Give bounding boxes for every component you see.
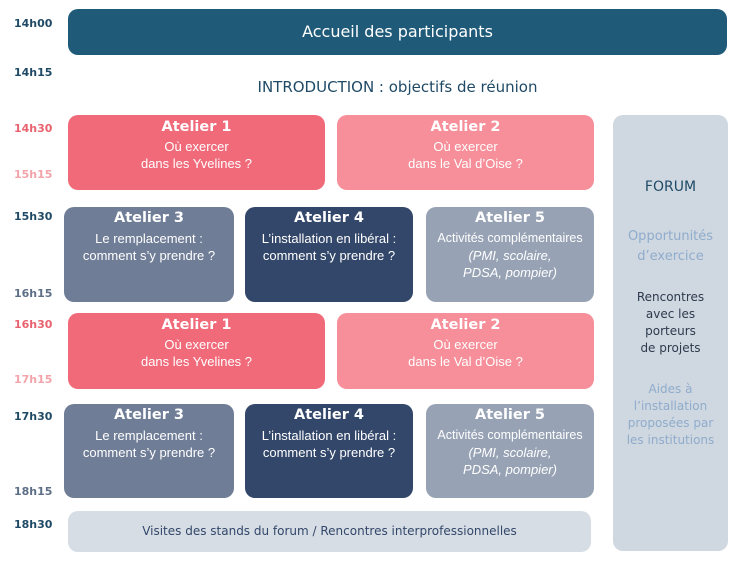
time-label: 18h30	[14, 518, 53, 531]
welcome-banner: Accueil des participants	[68, 9, 727, 55]
forum-item: d’exercice	[637, 249, 704, 264]
atelier-text: dans les Yvelines ?	[140, 156, 253, 171]
time-label: 17h15	[14, 373, 53, 386]
atelier-title: Atelier 5	[474, 407, 546, 423]
stands-banner: Visites des stands du forum / Rencontres…	[68, 511, 591, 552]
welcome-title: Accueil des participants	[302, 22, 493, 41]
time-label: 14h30	[14, 122, 53, 135]
atelier-title: Atelier 3	[113, 210, 185, 226]
time-label: 17h30	[14, 410, 53, 423]
time-label: 15h30	[14, 210, 53, 223]
forum-item: Aides à	[648, 382, 693, 396]
forum-item: Rencontres	[636, 290, 705, 304]
atelier-text: (PMI, scolaire,	[468, 445, 552, 460]
atelier-5-card: Atelier 5 Activités complémentaires (PMI…	[426, 207, 594, 302]
forum-item: porteurs	[645, 324, 696, 338]
forum-item: l’installation	[633, 399, 708, 413]
atelier-5-card: Atelier 5 Activités complémentaires (PMI…	[426, 404, 594, 498]
forum-item: avec les	[645, 307, 696, 321]
atelier-title: Atelier 2	[430, 119, 501, 135]
atelier-4-card: Atelier 4 L’installation en libéral : co…	[245, 404, 413, 498]
atelier-title: Atelier 1	[161, 119, 232, 135]
atelier-text: dans les Yvelines ?	[140, 354, 253, 369]
forum-item: de projets	[640, 341, 701, 355]
atelier-text: Activités complémentaires	[437, 231, 583, 245]
atelier-text: Où exercer	[164, 139, 229, 154]
forum-panel: FORUM Opportunités d’exercice Rencontres…	[613, 115, 728, 551]
forum-item: Opportunités	[627, 229, 714, 244]
atelier-text: dans le Val d’Oise ?	[408, 156, 523, 171]
time-label: 15h15	[14, 168, 53, 181]
atelier-text: PDSA, pompier)	[463, 265, 557, 280]
atelier-text: Activités complémentaires	[437, 428, 583, 442]
forum-item: proposées par	[627, 416, 714, 430]
atelier-text: comment s’y prendre ?	[262, 248, 396, 263]
time-label: 14h15	[14, 66, 53, 79]
time-label: 16h15	[14, 287, 53, 300]
forum-item: les institutions	[626, 433, 715, 447]
atelier-title: Atelier 2	[430, 317, 501, 333]
atelier-text: Où exercer	[164, 337, 229, 352]
atelier-text: comment s’y prendre ?	[82, 445, 216, 460]
atelier-text: comment s’y prendre ?	[262, 445, 396, 460]
atelier-1-card: Atelier 1 Où exercer dans les Yvelines ?	[68, 313, 325, 389]
stands-text: Visites des stands du forum / Rencontres…	[142, 524, 517, 538]
time-label: 18h15	[14, 485, 53, 498]
atelier-title: Atelier 1	[161, 317, 232, 333]
intro-heading: INTRODUCTION : objectifs de réunion	[257, 78, 538, 96]
atelier-text: Où exercer	[433, 337, 498, 352]
atelier-2-card: Atelier 2 Où exercer dans le Val d’Oise …	[337, 313, 594, 389]
time-label: 14h00	[14, 17, 53, 30]
atelier-text: (PMI, scolaire,	[468, 248, 552, 263]
atelier-text: Le remplacement :	[95, 231, 203, 246]
atelier-3-card: Atelier 3 Le remplacement : comment s’y …	[64, 404, 234, 498]
atelier-text: PDSA, pompier)	[463, 462, 557, 477]
atelier-text: Le remplacement :	[95, 428, 203, 443]
atelier-text: comment s’y prendre ?	[82, 248, 216, 263]
atelier-4-card: Atelier 4 L’installation en libéral : co…	[245, 207, 413, 302]
atelier-text: dans le Val d’Oise ?	[408, 354, 523, 369]
atelier-2-card: Atelier 2 Où exercer dans le Val d’Oise …	[337, 115, 594, 190]
forum-title: FORUM	[644, 179, 697, 195]
time-label: 16h30	[14, 318, 53, 331]
atelier-1-card: Atelier 1 Où exercer dans les Yvelines ?	[68, 115, 325, 190]
atelier-text: L’installation en libéral :	[261, 231, 397, 246]
atelier-text: L’installation en libéral :	[261, 428, 397, 443]
atelier-title: Atelier 5	[474, 210, 546, 226]
atelier-title: Atelier 3	[113, 407, 185, 423]
atelier-text: Où exercer	[433, 139, 498, 154]
atelier-3-card: Atelier 3 Le remplacement : comment s’y …	[64, 207, 234, 302]
atelier-title: Atelier 4	[293, 210, 365, 226]
atelier-title: Atelier 4	[293, 407, 365, 423]
